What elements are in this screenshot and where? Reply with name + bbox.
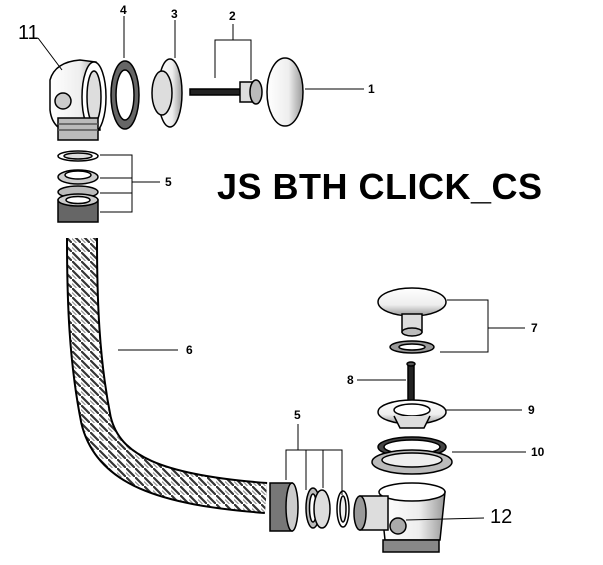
part-click-plug (377, 287, 447, 354)
part-overflow-washer (110, 60, 140, 130)
part-overflow-cap (266, 57, 304, 127)
leader-lines (37, 16, 526, 521)
part-strainer-flange (377, 399, 447, 429)
part-sealing-rings (371, 436, 453, 475)
callout-6: 6 (186, 343, 193, 357)
part-overflow-cover (151, 58, 183, 128)
part-waste-body (353, 482, 446, 553)
part-corrugated-hose (66, 237, 268, 514)
callout-8: 8 (347, 373, 354, 387)
callout-10: 10 (531, 445, 545, 459)
callout-9: 9 (528, 403, 535, 417)
callout-12: 12 (490, 506, 513, 528)
part-seal-set-top (57, 150, 99, 223)
callout-11: 11 (18, 22, 39, 44)
diagram-title: JS BTH CLICK_CS (217, 166, 543, 207)
callout-5-top: 5 (165, 175, 172, 189)
callout-2: 2 (229, 9, 236, 23)
callout-3: 3 (171, 7, 178, 21)
callout-1: 1 (368, 82, 375, 96)
callout-5-bottom: 5 (294, 408, 301, 422)
callout-7: 7 (531, 321, 538, 335)
part-seal-set-bottom (269, 482, 350, 532)
part-rod-and-screw (189, 79, 263, 105)
part-overflow-elbow (49, 59, 107, 141)
callout-4: 4 (120, 3, 127, 17)
